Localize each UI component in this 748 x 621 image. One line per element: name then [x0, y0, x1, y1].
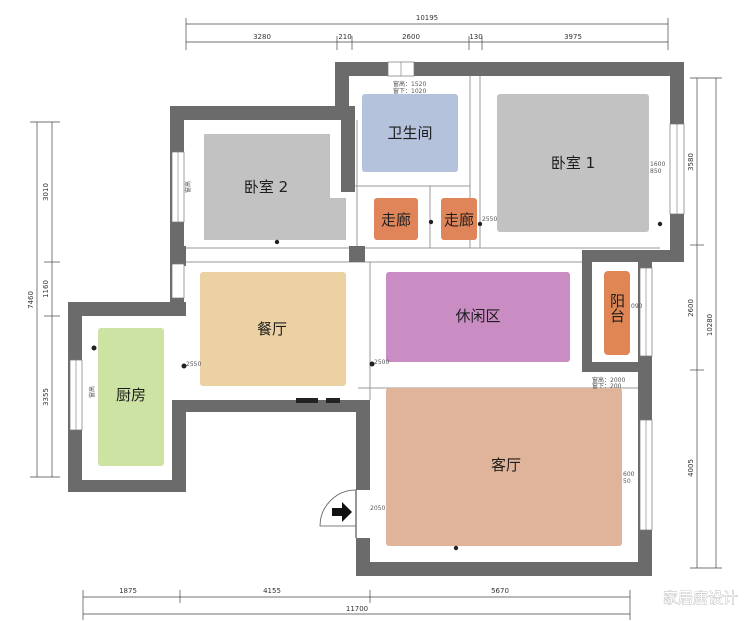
- dim-right-seg-1: 3580: [687, 153, 695, 171]
- dim-right-seg-3: 4005: [687, 459, 695, 477]
- right-dimensions: [690, 77, 722, 569]
- dim-bottom-seg-3: 5670: [491, 587, 509, 595]
- dim-bottom-seg-2: 4155: [263, 587, 281, 595]
- dim-left-seg-2: 1160: [42, 280, 50, 298]
- note-leisure-height: 2500: [374, 359, 389, 366]
- dim-top-total: 10195: [416, 14, 438, 22]
- dim-right-total: 10280: [706, 314, 714, 336]
- dim-top-seg-1: 3280: [253, 33, 271, 41]
- room-label-corridor-1: 走廊: [381, 211, 411, 229]
- note-balcony-side: 090: [631, 303, 643, 310]
- room-label-corridor-2: 走廊: [444, 211, 474, 229]
- top-dimensions: [185, 18, 669, 50]
- dim-right-seg-2: 2600: [687, 299, 695, 317]
- room-bedroom-2: [204, 134, 346, 240]
- fixtures: [91, 219, 663, 551]
- room-living: [386, 388, 622, 546]
- dim-top-seg-5: 3975: [564, 33, 582, 41]
- dim-bottom-seg-1: 1875: [119, 587, 137, 595]
- room-balcony: [604, 271, 630, 355]
- dim-top-seg-4: 130: [469, 33, 482, 41]
- room-label-living: 客厅: [491, 456, 521, 474]
- room-label-kitchen: 厨房: [116, 386, 146, 404]
- room-bedroom-1: [497, 94, 649, 232]
- dim-left-seg-1: 3010: [42, 183, 50, 201]
- note-bath-window: 窗高：1520: [393, 80, 426, 88]
- room-label-bedroom-1: 卧室 1: [551, 154, 595, 172]
- note-living-window-b: 50: [623, 478, 631, 485]
- note-living-window-a: 600: [623, 471, 635, 478]
- dim-top-seg-3: 2600: [402, 33, 420, 41]
- dim-bottom-total: 11700: [346, 605, 368, 613]
- room-corridor-2: [441, 198, 477, 240]
- window-mullions: [75, 62, 678, 530]
- left-dimensions: [30, 121, 60, 478]
- note-balcony-window: 窗高：2000: [592, 376, 625, 384]
- dim-left-total: 7460: [27, 291, 35, 309]
- room-corridor-1: [374, 198, 418, 240]
- note-kitchen-window: 窗高: [88, 386, 96, 398]
- room-label-bedroom-2: 卧室 2: [244, 178, 288, 196]
- entry-door: [319, 489, 357, 538]
- room-kitchen: [98, 328, 164, 466]
- room-label-bathroom: 卫生间: [387, 124, 432, 142]
- note-corridor-height: 2550: [482, 216, 497, 223]
- entry-arrow-icon: [332, 502, 352, 522]
- room-leisure: [386, 272, 570, 362]
- room-label-balcony-1: 阳台: [608, 293, 626, 323]
- dim-left-seg-3: 3355: [42, 388, 50, 406]
- note-balcony-sill: 窗下：200: [592, 382, 622, 390]
- note-bed2-window: 窗高: [184, 181, 192, 193]
- room-dining: [200, 272, 346, 386]
- note-bath-sill: 窗下：1020: [393, 87, 426, 95]
- bottom-dimensions: [82, 590, 631, 620]
- note-entry-height: 2050: [370, 505, 385, 512]
- column-nodes: [176, 246, 365, 266]
- note-bed1-window-b: 850: [650, 168, 662, 175]
- note-dining-height: 2550: [186, 361, 201, 368]
- dim-top-seg-2: 210: [338, 33, 351, 41]
- room-label-leisure: 休闲区: [455, 307, 500, 325]
- room-label-dining: 餐厅: [257, 320, 287, 338]
- watermark: 家居唐设计: [663, 589, 738, 607]
- note-bed1-window-a: 1600: [650, 161, 665, 168]
- room-bathroom: [362, 94, 458, 172]
